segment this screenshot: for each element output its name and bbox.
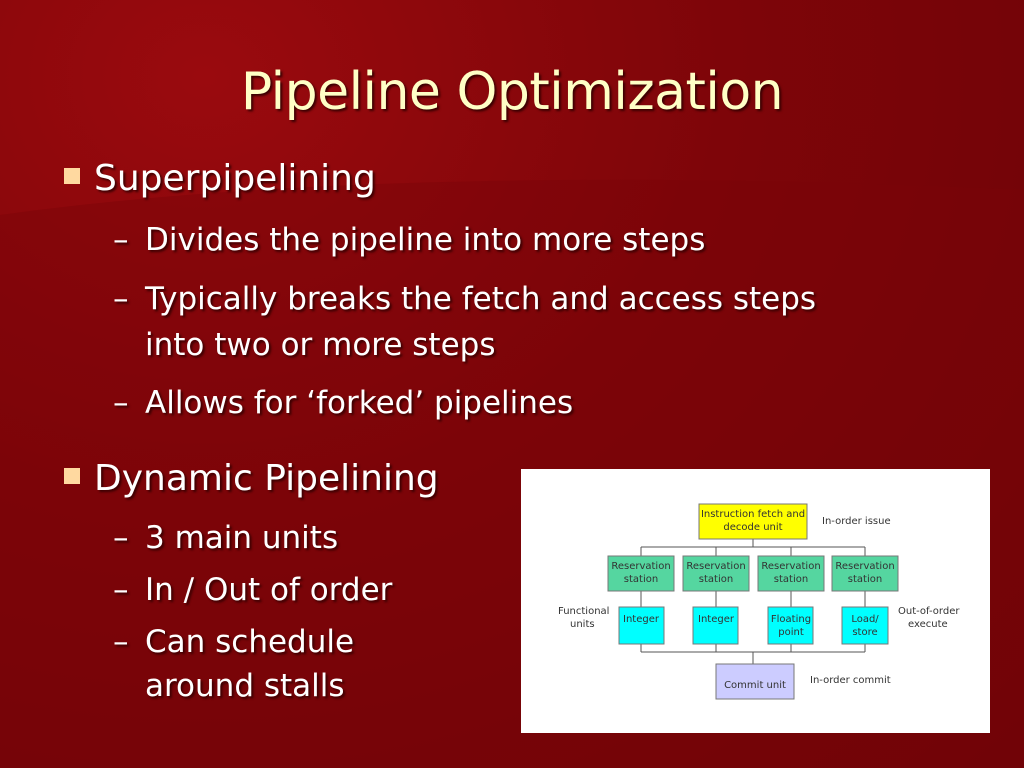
svg-text:Integer: Integer (623, 614, 660, 625)
dash-marker: – (113, 222, 129, 258)
dash-marker: – (113, 624, 129, 660)
svg-text:store: store (852, 627, 877, 638)
sub-item: –Typically breaks the fetch and access s… (113, 277, 817, 321)
sub-item-text: Can schedule (145, 624, 355, 660)
functional-unit-load-store: Load/ store (841, 606, 889, 645)
dash-marker: – (113, 281, 129, 317)
slide-title: Pipeline Optimization (240, 62, 784, 122)
sub-item-text: 3 main units (145, 520, 339, 556)
reservation-station: Reservation station (831, 555, 899, 592)
functional-units-label-line2: units (570, 619, 595, 630)
svg-text:Reservation: Reservation (686, 561, 745, 572)
sub-item-text: Allows for ‘forked’ pipelines (145, 385, 574, 421)
sub-item: –Can schedule (113, 620, 355, 664)
sub-item: –3 main units (113, 516, 339, 560)
bullet-superpipelining: Superpipelining (64, 158, 376, 199)
out-of-order-label-line2: execute (908, 619, 948, 630)
svg-text:point: point (778, 627, 804, 638)
commit-unit-label: Commit unit (724, 680, 786, 691)
functional-unit-integer: Integer (618, 606, 665, 645)
bullet-label: Dynamic Pipelining (94, 458, 439, 499)
sub-item-text: In / Out of order (145, 572, 393, 608)
svg-text:Reservation: Reservation (835, 561, 894, 572)
reservation-station: Reservation station (682, 555, 750, 592)
in-order-issue-label: In-order issue (822, 516, 891, 527)
fetch-decode-box (698, 503, 808, 540)
reservation-station: Reservation station (607, 555, 675, 592)
bullet-label: Superpipelining (94, 158, 376, 199)
sub-item-text: into two or more steps (145, 327, 496, 363)
functional-units-label-line1: Functional (558, 606, 609, 617)
svg-text:Integer: Integer (698, 614, 735, 625)
diagram-connectors (640, 539, 866, 664)
diagram-svg: Instruction fetch and decode unit In-ord… (558, 503, 960, 700)
sub-item-text: Divides the pipeline into more steps (145, 222, 706, 258)
bullet-square-icon (64, 168, 80, 184)
in-order-commit-label: In-order commit (810, 675, 891, 686)
sub-item: –In / Out of order (113, 568, 393, 612)
dash-marker: – (113, 520, 129, 556)
sub-item-continuation: into two or more steps (145, 323, 496, 367)
dynamic-pipeline-diagram: Instruction fetch and decode unit In-ord… (521, 469, 990, 733)
bullet-dynamic-pipelining: Dynamic Pipelining (64, 458, 439, 499)
fetch-label-line1: Instruction fetch and (701, 509, 805, 520)
reservation-station: Reservation station (757, 555, 825, 592)
functional-unit-floating-point: Floating point (767, 606, 814, 645)
sub-item: –Divides the pipeline into more steps (113, 218, 706, 262)
dash-marker: – (113, 572, 129, 608)
dash-marker: – (113, 385, 129, 421)
out-of-order-label-line1: Out-of-order (898, 606, 960, 617)
sub-item: –Allows for ‘forked’ pipelines (113, 381, 574, 425)
fetch-label-line2: decode unit (723, 522, 782, 533)
sub-item-text: Typically breaks the fetch and access st… (145, 281, 817, 317)
svg-text:station: station (699, 574, 733, 585)
svg-text:Load/: Load/ (851, 614, 879, 625)
bullet-square-icon (64, 468, 80, 484)
sub-item-text: around stalls (145, 668, 345, 704)
commit-unit-box (715, 663, 795, 700)
functional-unit-integer: Integer (692, 606, 739, 645)
sub-item-continuation: around stalls (145, 664, 345, 708)
svg-text:Floating: Floating (771, 614, 811, 625)
svg-text:Reservation: Reservation (761, 561, 820, 572)
svg-text:station: station (774, 574, 808, 585)
svg-text:station: station (624, 574, 658, 585)
svg-text:Reservation: Reservation (611, 561, 670, 572)
svg-text:station: station (848, 574, 882, 585)
